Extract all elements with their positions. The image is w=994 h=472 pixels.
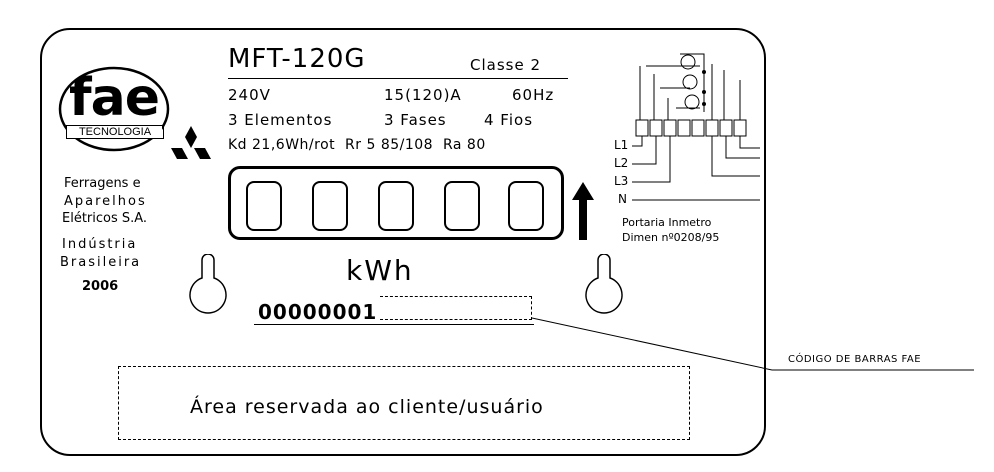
serial-number: 00000001: [258, 300, 378, 324]
accuracy-class: Classe 2: [470, 56, 542, 74]
register-digit: [444, 181, 480, 231]
meter-constants: Kd 21,6Wh/rot Rr 5 85/108 Ra 80: [228, 137, 486, 153]
manufacture-year: 2006: [82, 279, 119, 294]
voltage-rating: 240V: [228, 86, 271, 104]
up-arrow-icon: [572, 182, 594, 240]
wires-count: 4 Fios: [484, 111, 534, 129]
company-line-3: Elétricos S.A.: [62, 211, 148, 226]
line-label-l1: L1: [614, 138, 629, 152]
origin-line-1: Indústria: [62, 237, 138, 252]
company-line-2: Aparelhos: [64, 194, 147, 209]
fae-logo: fae TECNOLOGIA: [58, 66, 170, 152]
register-digit: [246, 181, 282, 231]
register-digit: [312, 181, 348, 231]
logo-tagline: TECNOLOGIA: [66, 125, 164, 139]
phases-count: 3 Fases: [384, 111, 447, 129]
energy-unit: kWh: [346, 254, 414, 287]
line-label-l2: L2: [614, 156, 629, 170]
mounting-hole-left: [186, 253, 230, 314]
current-rating: 15(120)A: [384, 86, 462, 104]
company-line-1: Ferragens e: [64, 176, 141, 191]
spec-rule: [228, 78, 568, 79]
origin-line-2: Brasileira: [60, 255, 142, 270]
approval-line-2: Dimen nº0208/95: [622, 231, 720, 244]
three-diamond-logo: [166, 124, 216, 170]
barcode-callout-label: CÓDIGO DE BARRAS FAE: [788, 354, 922, 365]
barcode-placeholder: [380, 296, 532, 320]
approval-line-1: Portaria Inmetro: [622, 216, 712, 229]
register-digit: [508, 181, 544, 231]
register-digit: [378, 181, 414, 231]
meter-nameplate: [40, 28, 766, 456]
register-window: [228, 166, 564, 240]
mounting-hole-right: [582, 253, 626, 314]
serial-underline: [254, 324, 534, 325]
logo-wordmark: fae: [69, 68, 160, 128]
customer-area-label: Área reservada ao cliente/usuário: [190, 396, 544, 418]
line-label-n: N: [618, 192, 627, 206]
customer-reserved-area: [118, 366, 690, 440]
line-label-l3: L3: [614, 174, 629, 188]
model-number: MFT-120G: [228, 44, 366, 74]
elements-count: 3 Elementos: [228, 111, 333, 129]
frequency-rating: 60Hz: [512, 86, 555, 104]
